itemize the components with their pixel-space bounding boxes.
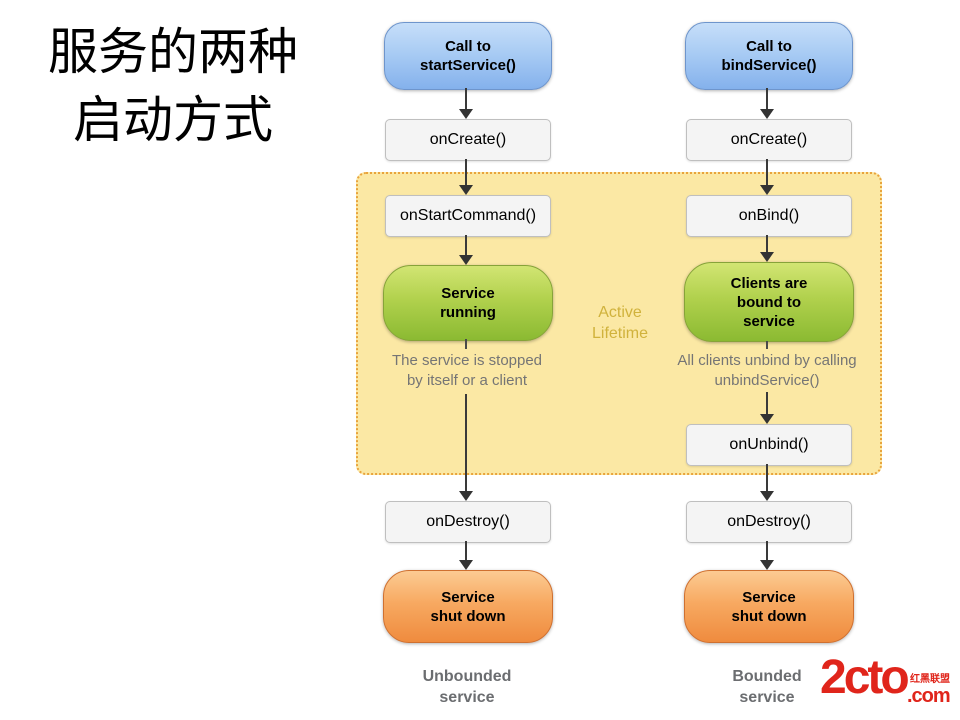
service-shutdown-node-right: Service shut down — [684, 570, 854, 643]
active-lifetime-label: Active Lifetime — [591, 304, 649, 342]
flow-arrow — [459, 541, 473, 570]
on-destroy-node-right: onDestroy() — [686, 501, 852, 543]
clients-unbind-note: All clients unbind by calling unbindServ… — [677, 352, 857, 389]
call-bind-service-node: Call to bindService() — [685, 22, 853, 90]
flow-arrow — [459, 159, 473, 195]
flow-arrow — [459, 235, 473, 265]
on-start-command-node: onStartCommand() — [385, 195, 551, 237]
on-unbind-node: onUnbind() — [686, 424, 852, 466]
flow-arrow — [760, 541, 774, 570]
call-start-service-node: Call to startService() — [384, 22, 552, 90]
slide-title: 服务的两种 启动方式 — [48, 23, 298, 149]
flow-arrow — [760, 159, 774, 195]
logo-2cto: 2cto 红黑联盟 .com — [820, 651, 958, 716]
flow-arrow — [760, 392, 774, 424]
service-running-node: Service running — [383, 265, 553, 341]
clients-bound-node: Clients are bound to service — [684, 262, 854, 342]
service-shutdown-node-left: Service shut down — [383, 570, 553, 643]
logo-brand-text: 2cto — [820, 651, 910, 704]
flow-arrow — [760, 235, 774, 262]
on-bind-node: onBind() — [686, 195, 852, 237]
on-destroy-node-left: onDestroy() — [385, 501, 551, 543]
unbounded-service-label: Unbounded service — [422, 668, 512, 706]
logo-tld-text: .com — [907, 685, 951, 707]
on-create-node-left: onCreate() — [385, 119, 551, 161]
flow-line — [766, 341, 768, 349]
flow-line — [465, 339, 467, 349]
flow-arrow — [459, 394, 473, 501]
service-stop-note: The service is stopped by itself or a cl… — [391, 352, 543, 389]
flow-arrow — [760, 88, 774, 119]
flow-arrow — [459, 88, 473, 119]
on-create-node-right: onCreate() — [686, 119, 852, 161]
bounded-service-label: Bounded service — [732, 668, 802, 706]
logo-tagline-text: 红黑联盟 — [910, 674, 950, 685]
flow-arrow — [760, 464, 774, 501]
